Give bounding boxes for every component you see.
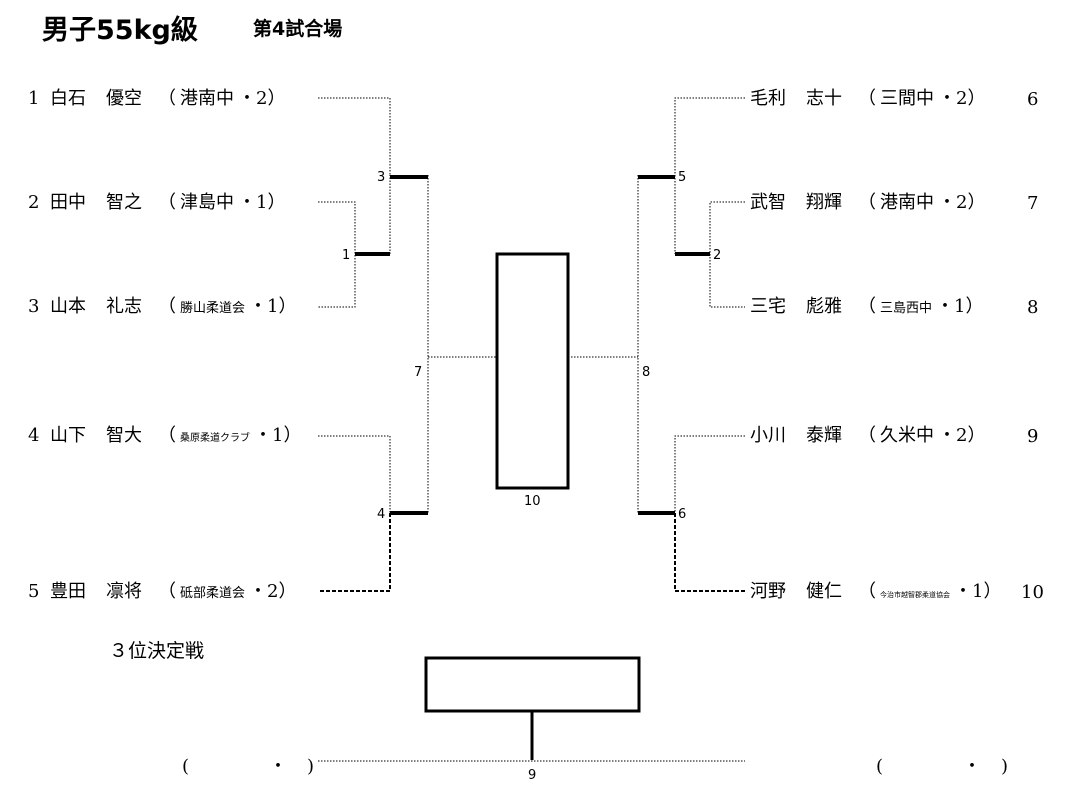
bracket-title: 男子55kg級 (42, 15, 198, 46)
third-place-left-entry: (・) (182, 756, 315, 777)
entry-grade: 1 (256, 192, 268, 213)
entry-family-name: 山本 (50, 296, 86, 317)
entry-given-name: 優空 (106, 88, 142, 109)
entry-family-name: 田中 (50, 192, 86, 213)
entry-grade: 1 (972, 581, 984, 602)
entry-number: 3 (28, 296, 40, 317)
entry-grade: 1 (954, 296, 966, 317)
entry-right-9: 小川泰輝（久米中・2） (750, 425, 986, 446)
entry-club: 三間中 (880, 88, 934, 109)
entry-grade: 2 (267, 581, 279, 602)
entry-given-name: 智之 (106, 192, 142, 213)
third-place-result-box (424, 656, 641, 713)
match-number: 1 (342, 248, 350, 263)
entry-right-6: 毛利志十（三間中・2） (750, 88, 986, 109)
entry-given-name: 志十 (806, 88, 842, 109)
entry-number: 5 (28, 581, 40, 602)
entry-grade: 2 (256, 88, 268, 109)
entry-family-name: 毛利 (750, 88, 786, 109)
entry-right-7: 武智翔輝（港南中・2） (750, 192, 986, 213)
entry-family-name: 山下 (50, 425, 86, 446)
bracket-lines-left (318, 97, 497, 513)
entry-grade: 2 (956, 192, 968, 213)
entry-club: 津島中 (180, 192, 234, 213)
entry-given-name: 智大 (106, 425, 142, 446)
match-number: 8 (642, 365, 650, 380)
entry-number: 7 (1027, 193, 1039, 214)
match-number: 6 (678, 507, 686, 522)
bracket-line-entry-5 (320, 513, 391, 592)
entry-family-name: 三宅 (750, 296, 786, 317)
entry-number: 9 (1027, 426, 1039, 447)
entry-right-8: 三宅彪雅（三島西中・1） (750, 296, 984, 317)
third-place-label: ３位決定戦 (109, 640, 205, 662)
entry-right-10: 河野健仁（今治市越智郡柔道協会・1） (750, 582, 1001, 605)
entry-number: 6 (1027, 89, 1039, 110)
winner-lines (355, 175, 710, 515)
entry-family-name: 白石 (50, 88, 86, 109)
entry-given-name: 翔輝 (806, 192, 842, 213)
entry-grade: 1 (267, 296, 279, 317)
match-number: 7 (414, 365, 422, 380)
third-place-right-entry: (・) (876, 756, 1009, 777)
entry-given-name: 健仁 (806, 581, 842, 602)
entry-club: 勝山柔道会 (180, 301, 246, 316)
entry-family-name: 豊田 (50, 581, 86, 602)
entry-club: 今治市越智郡柔道協会 (880, 591, 950, 599)
entry-club: 桑原柔道クラブ (180, 433, 250, 444)
bracket-lines-right (568, 97, 745, 513)
venue-label: 第4試合場 (253, 18, 343, 40)
bracket-line-entry-10 (674, 513, 745, 592)
entry-given-name: 泰輝 (806, 425, 842, 446)
entry-given-name: 凛将 (106, 581, 142, 602)
entry-family-name: 武智 (750, 192, 786, 213)
entry-club: 三島西中 (880, 301, 933, 316)
entry-grade: 2 (956, 88, 968, 109)
entry-club: 港南中 (880, 192, 934, 213)
entry-given-name: 彪雅 (806, 296, 842, 317)
entry-number: 4 (28, 425, 40, 446)
entry-family-name: 小川 (750, 425, 786, 446)
entry-given-name: 礼志 (106, 296, 142, 317)
entry-club: 久米中 (880, 425, 934, 446)
match-number: 4 (377, 507, 385, 522)
entry-grade: 2 (956, 425, 968, 446)
match-number: 9 (528, 768, 536, 783)
entry-grade: 1 (272, 425, 284, 446)
entry-number: 1 (28, 88, 40, 109)
entry-number: 10 (1021, 582, 1044, 603)
entry-number: 8 (1027, 297, 1039, 318)
match-number: 10 (524, 494, 541, 509)
match-number: 5 (678, 170, 686, 185)
entry-club: 港南中 (180, 88, 234, 109)
entry-club: 砥部柔道会 (180, 586, 246, 601)
match-number: 3 (377, 170, 385, 185)
entry-family-name: 河野 (750, 581, 786, 602)
match-number: 2 (713, 248, 721, 263)
final-result-box (495, 252, 570, 490)
entry-number: 2 (28, 192, 40, 213)
